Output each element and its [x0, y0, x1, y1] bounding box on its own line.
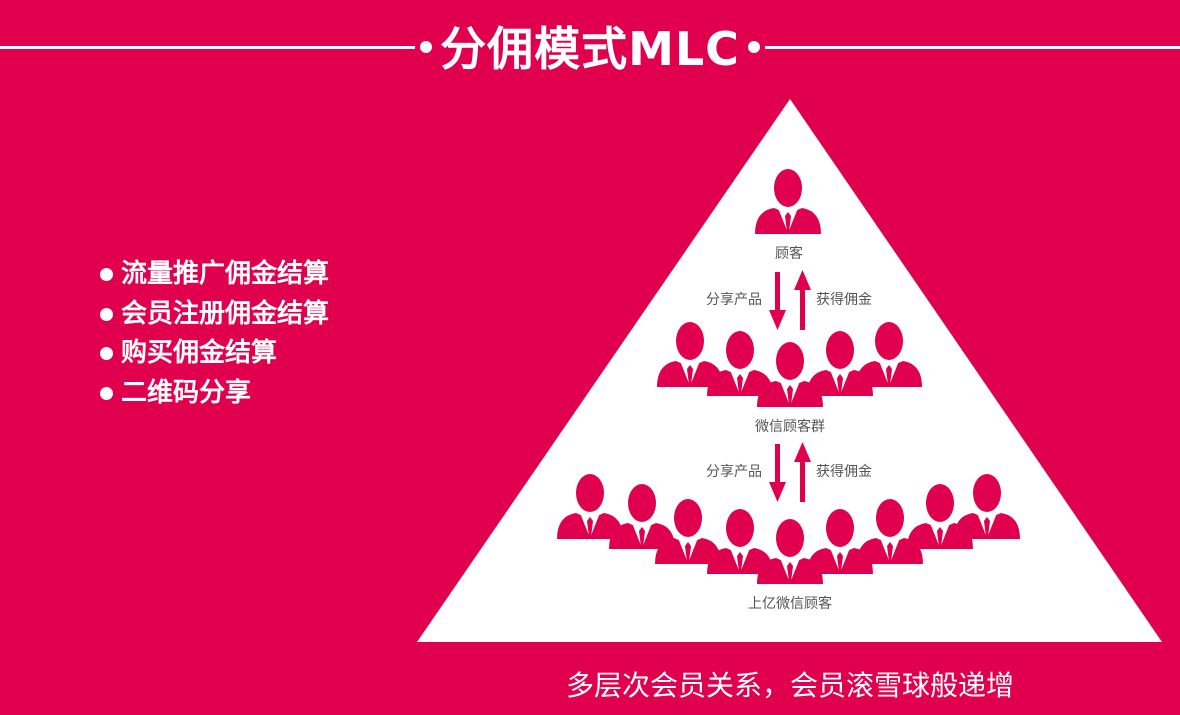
- caption: 多层次会员关系，会员滚雪球般递增: [565, 669, 1014, 702]
- feature-label: 二维码分享: [121, 377, 252, 408]
- title-dot-left: [420, 41, 432, 53]
- commission-label: 获得佣金: [816, 291, 872, 308]
- title-dot-right: [748, 41, 760, 53]
- feature-item: 二维码分享: [100, 374, 329, 414]
- feature-item: 流量推广佣金结算: [100, 255, 329, 295]
- tier1-label: 顾客: [775, 245, 803, 262]
- commission-label: 获得佣金: [816, 463, 872, 480]
- title-divider-right: [765, 46, 1180, 49]
- bullet-icon: [100, 268, 113, 282]
- share-label: 分享产品: [706, 291, 762, 308]
- feature-label: 会员注册佣金结算: [121, 298, 330, 329]
- title-divider-left: [0, 46, 415, 49]
- bullet-icon: [100, 347, 113, 361]
- share-label: 分享产品: [706, 463, 762, 480]
- bullet-icon: [100, 307, 113, 321]
- title-bar: 分佣模式MLC: [0, 18, 1180, 80]
- bullet-icon: [100, 386, 113, 400]
- feature-label: 购买佣金结算: [121, 338, 278, 368]
- page-title: 分佣模式MLC: [440, 22, 740, 76]
- feature-label: 流量推广佣金结算: [121, 259, 330, 289]
- tier2-label: 微信顾客群: [755, 418, 825, 435]
- feature-list: 流量推广佣金结算 会员注册佣金结算 购买佣金结算 二维码分享: [100, 255, 329, 413]
- feature-item: 购买佣金结算: [100, 334, 329, 374]
- tier3-label: 上亿微信顾客: [748, 595, 832, 612]
- feature-item: 会员注册佣金结算: [100, 295, 329, 335]
